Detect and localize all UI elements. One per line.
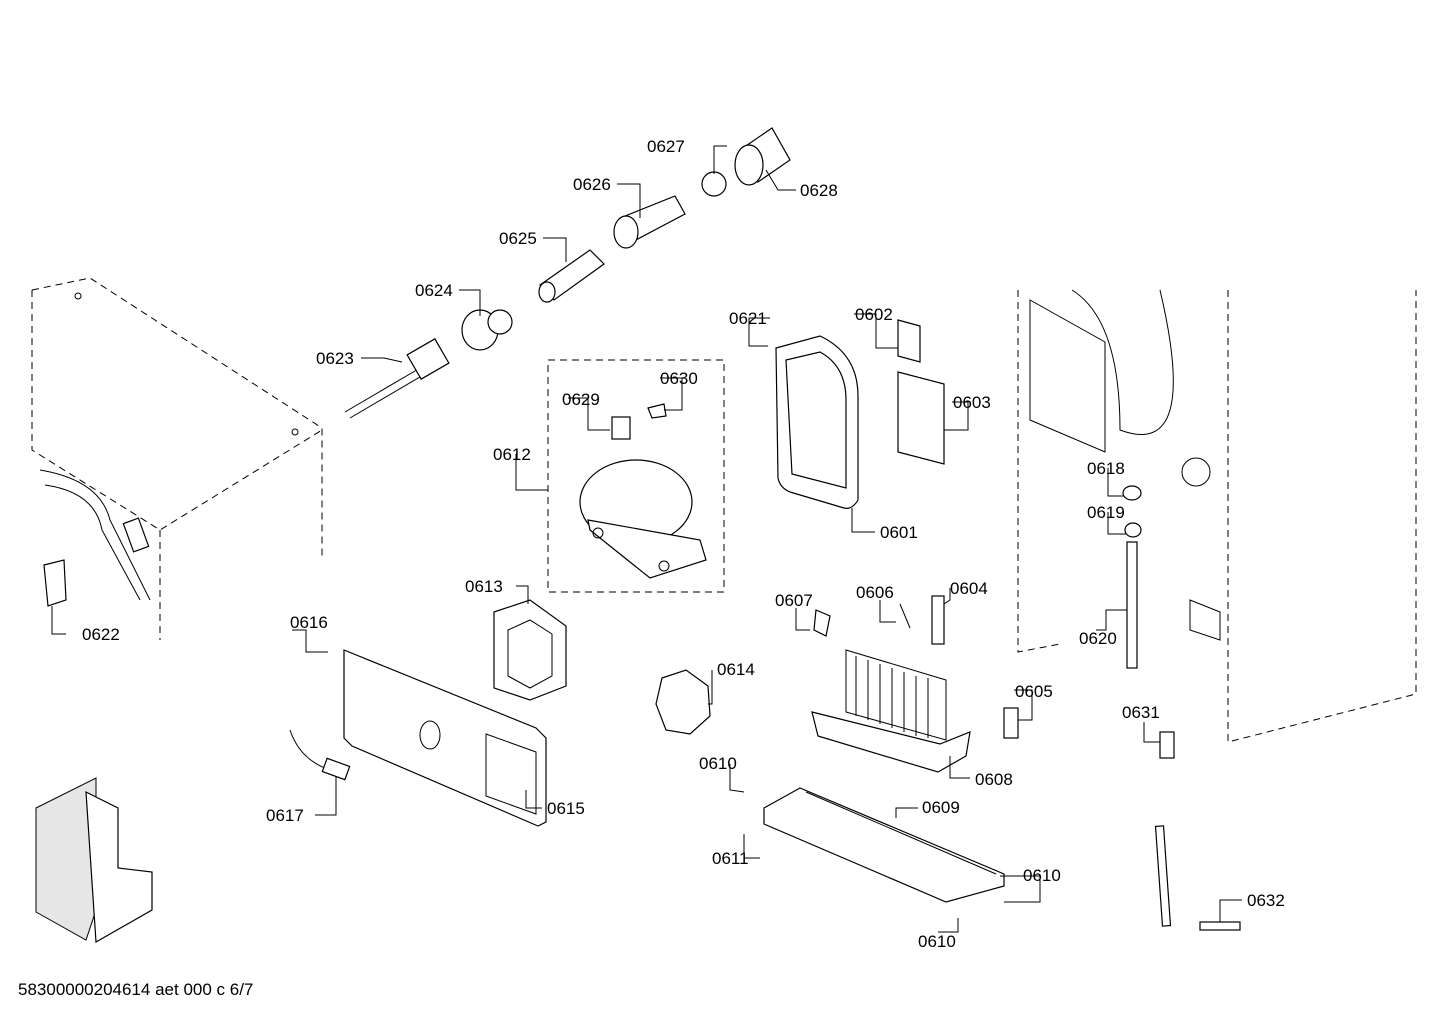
label-0609: 0609 bbox=[922, 798, 960, 817]
part-0629-relay bbox=[611, 416, 631, 440]
part-0609-base-plate bbox=[763, 787, 1005, 903]
part-0615-rear-panel bbox=[343, 649, 547, 827]
part-0619-cap bbox=[1124, 522, 1142, 538]
label-0605: 0605 bbox=[1015, 682, 1053, 701]
label-0604: 0604 bbox=[950, 579, 988, 598]
label-0610-c: 0610 bbox=[918, 932, 956, 951]
label-0603: 0603 bbox=[953, 393, 991, 412]
label-0622: 0622 bbox=[82, 625, 120, 644]
insulation-block bbox=[35, 777, 153, 943]
label-0601: 0601 bbox=[880, 523, 918, 542]
label-0629: 0629 bbox=[562, 390, 600, 409]
label-0625: 0625 bbox=[499, 229, 537, 248]
label-0631: 0631 bbox=[1122, 703, 1160, 722]
label-0627: 0627 bbox=[647, 137, 685, 156]
part-0626-sleeve bbox=[613, 195, 686, 249]
label-0621: 0621 bbox=[729, 309, 767, 328]
part-0607-clip bbox=[813, 609, 831, 637]
part-0618-holder bbox=[1122, 485, 1142, 501]
part-0632-pin bbox=[1199, 921, 1241, 931]
label-0610-a: 0610 bbox=[699, 754, 737, 773]
part-0605-valve bbox=[1003, 707, 1019, 739]
label-0617: 0617 bbox=[266, 806, 304, 825]
label-0607: 0607 bbox=[775, 591, 813, 610]
part-0614-fan bbox=[655, 669, 711, 735]
part-0602-plate bbox=[897, 319, 921, 363]
part-0628-cap bbox=[734, 127, 791, 186]
label-0618: 0618 bbox=[1087, 459, 1125, 478]
label-0608: 0608 bbox=[975, 770, 1013, 789]
pipe-segment bbox=[1154, 825, 1172, 927]
label-0623: 0623 bbox=[316, 349, 354, 368]
part-0601-gasket bbox=[775, 335, 859, 509]
compressor-group-frame bbox=[547, 359, 725, 593]
part-0613-fan-frame bbox=[493, 599, 567, 701]
label-0624: 0624 bbox=[415, 281, 453, 300]
part-0627-ring bbox=[701, 171, 727, 197]
part-0620-rod bbox=[1126, 541, 1138, 669]
part-0630-clip bbox=[647, 403, 667, 419]
label-0632: 0632 bbox=[1247, 891, 1285, 910]
part-0612-compressor bbox=[579, 459, 707, 579]
part-0603-plate bbox=[897, 371, 945, 465]
part-0625-tube bbox=[538, 249, 605, 303]
part-labels: 0627 0628 0626 0625 0624 0623 0621 0602 … bbox=[82, 137, 1285, 951]
document-footer-code: 58300000204614 aet 000 c 6/7 bbox=[18, 980, 254, 999]
label-0610-b: 0610 bbox=[1023, 866, 1061, 885]
label-0615: 0615 bbox=[547, 799, 585, 818]
part-0631-connector bbox=[1159, 731, 1175, 759]
label-0613: 0613 bbox=[465, 577, 503, 596]
part-0606-pin bbox=[899, 603, 911, 629]
part-0604-heater bbox=[931, 595, 945, 645]
part-0617-plug bbox=[289, 729, 351, 781]
label-0619: 0619 bbox=[1087, 503, 1125, 522]
part-0622-cover bbox=[43, 559, 67, 607]
label-0630: 0630 bbox=[660, 369, 698, 388]
label-0626: 0626 bbox=[573, 175, 611, 194]
label-0612: 0612 bbox=[493, 445, 531, 464]
appliance-housing bbox=[31, 277, 323, 640]
label-0628: 0628 bbox=[800, 181, 838, 200]
part-0624-fitting bbox=[461, 309, 513, 351]
label-0620: 0620 bbox=[1079, 629, 1117, 648]
label-0614: 0614 bbox=[717, 660, 755, 679]
label-0616: 0616 bbox=[290, 613, 328, 632]
fridge-body bbox=[1017, 289, 1417, 743]
label-0602: 0602 bbox=[855, 305, 893, 324]
part-0608-evaporator bbox=[811, 649, 971, 773]
label-0611: 0611 bbox=[712, 849, 749, 868]
leader-lines bbox=[51, 145, 1242, 933]
part-0623-sensor bbox=[344, 338, 450, 419]
label-0606: 0606 bbox=[856, 583, 894, 602]
